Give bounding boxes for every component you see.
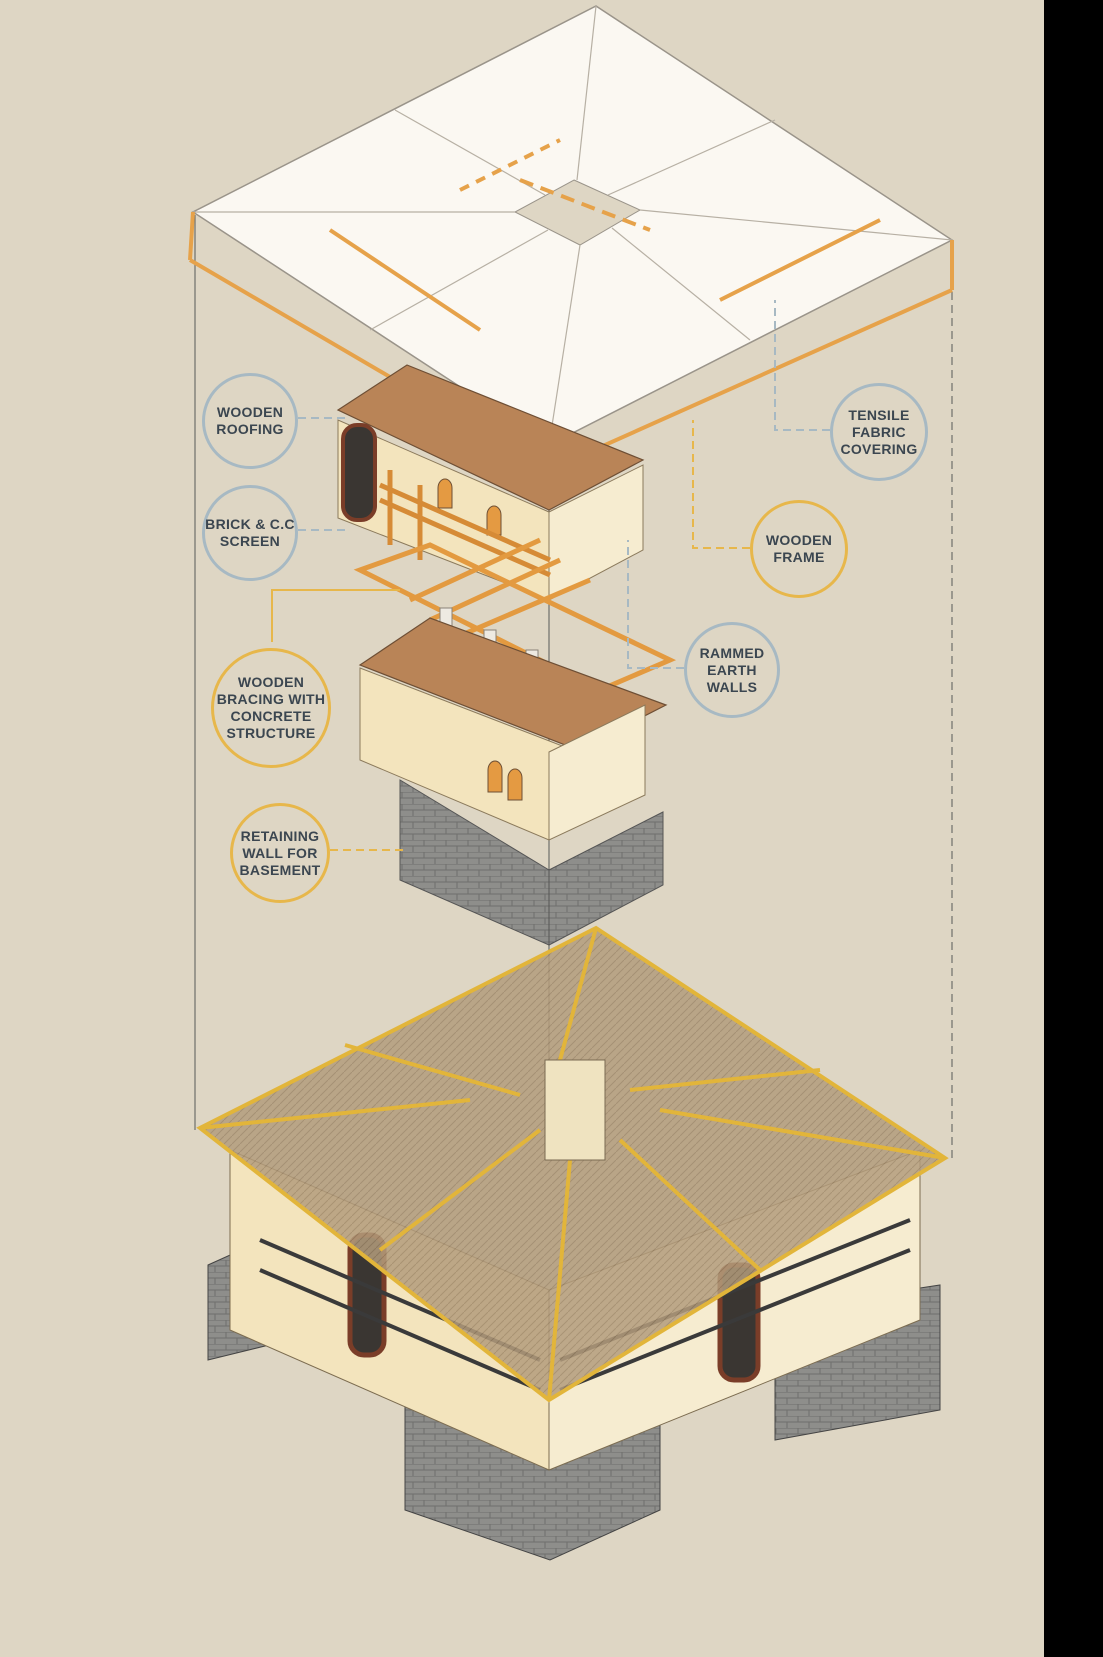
assembled-building	[196, 925, 949, 1561]
retaining-wall-label: RETAINING WALL FOR BASEMENT	[230, 803, 330, 903]
exploded-axonometric-diagram: WOODEN ROOFING BRICK & C.C SCREEN WOODEN…	[0, 0, 1044, 1657]
lower-volume	[358, 617, 668, 841]
wooden-frame-label: WOODEN FRAME	[750, 500, 848, 598]
retaining-wall	[399, 779, 664, 946]
brick-cc-screen-label: BRICK & C.C SCREEN	[202, 485, 298, 581]
leader-lines	[271, 300, 830, 851]
wooden-bracing-label: WOODEN BRACING WITH CONCRETE STRUCTURE	[211, 648, 331, 768]
rammed-earth-label: RAMMED EARTH WALLS	[684, 622, 780, 718]
axonometric-drawing	[188, 5, 954, 1561]
tensile-fabric-label: TENSILE FABRIC COVERING	[830, 383, 928, 481]
wooden-roofing-label: WOODEN ROOFING	[202, 373, 298, 469]
tensile-fabric-roof	[188, 5, 954, 473]
